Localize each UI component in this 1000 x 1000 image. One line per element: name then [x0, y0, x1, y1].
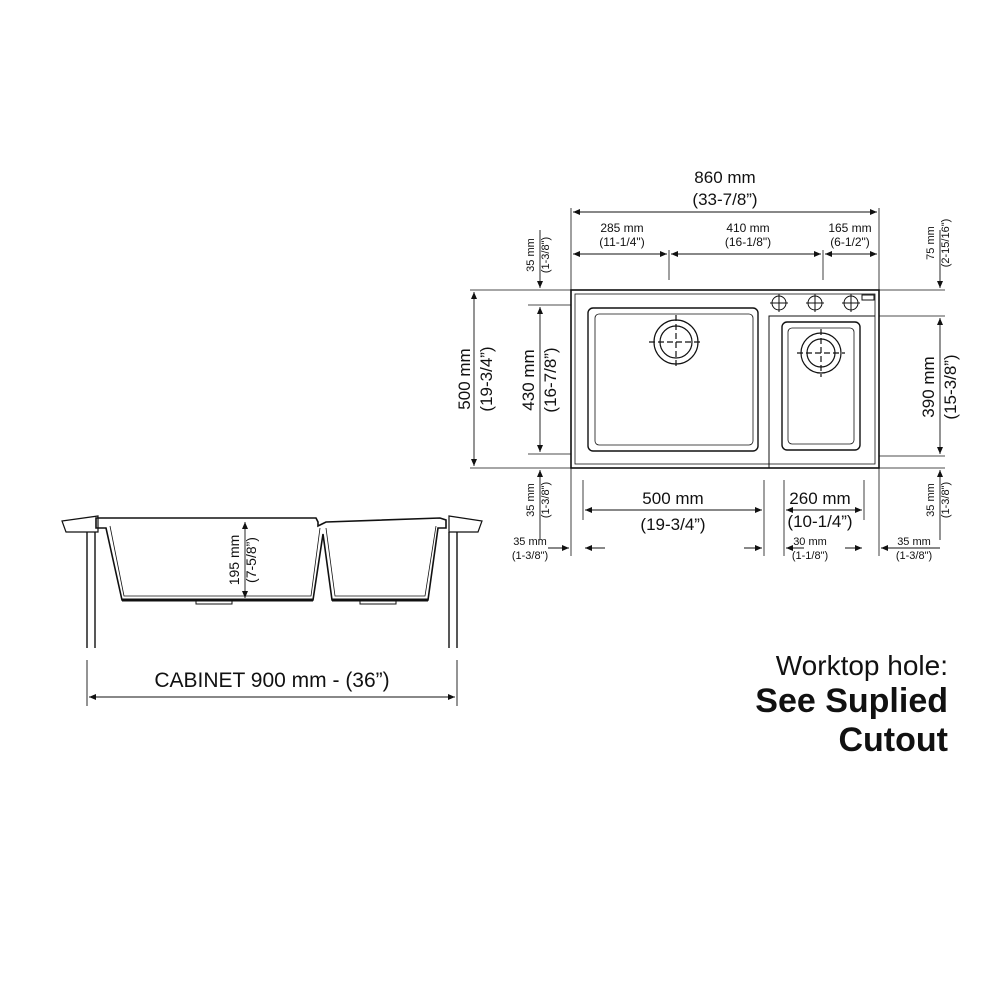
small-bowl-depth-in: (15-3/8”)	[941, 354, 960, 419]
worktop-right	[448, 515, 483, 533]
small-bowl-width-mm: 260 mm	[789, 489, 850, 508]
tap-hole-icon	[806, 294, 824, 312]
bowl-gap-in: (1-1/8")	[792, 550, 828, 562]
left-bottom-offset-in: (1-3/8")	[540, 482, 552, 518]
mid-offset-mm: 410 mm	[726, 221, 769, 235]
right-top-offset-mm: 75 mm	[925, 226, 937, 260]
big-bowl-width-mm: 500 mm	[642, 489, 703, 508]
left-offset-mm: 285 mm	[600, 221, 643, 235]
right-top-offset-in: (2-15/16")	[940, 219, 952, 268]
bottom-dimension-lines	[548, 507, 940, 551]
small-bowl-width-in: (10-1/4”)	[787, 512, 852, 531]
overall-width-mm: 860 mm	[694, 168, 755, 187]
left-top-offset-in: (1-3/8")	[540, 237, 552, 273]
overall-depth-in: (19-3/4”)	[477, 346, 496, 411]
left-edge-in: (1-3/8")	[512, 550, 548, 562]
worktop-hole-note: Worktop hole: See Suplied Cutout	[755, 650, 948, 760]
right-bottom-offset-in: (1-3/8")	[940, 482, 952, 518]
sink-top-view	[570, 289, 880, 469]
bowl-height-in: (7-5/8”)	[243, 537, 259, 583]
right-edge-mm: 35 mm	[897, 536, 931, 548]
left-dimension-lines	[471, 230, 543, 540]
bowl-section-profile	[95, 517, 447, 601]
extension-lines	[470, 208, 945, 556]
mid-offset-in: (16-1/8")	[725, 235, 771, 249]
left-edge-mm: 35 mm	[513, 536, 547, 548]
sink-section-view	[61, 515, 483, 648]
bowl-height-mm: 195 mm	[226, 535, 242, 586]
drain-outlet	[359, 599, 397, 605]
big-bowl-width-in: (19-3/4”)	[640, 515, 705, 534]
right-edge-in: (1-3/8")	[896, 550, 932, 562]
tap-hole-icon	[842, 294, 860, 312]
left-bottom-offset-mm: 35 mm	[525, 483, 537, 517]
tap-hole-icon	[770, 294, 788, 312]
overall-width-in: (33-7/8”)	[692, 190, 757, 209]
left-offset-in: (11-1/4")	[599, 235, 644, 249]
big-bowl-inner	[594, 313, 754, 446]
big-bowl	[587, 307, 759, 452]
small-drain-icon	[797, 329, 845, 377]
drain-outlet	[195, 599, 233, 605]
sink-inner-rim	[574, 293, 876, 465]
note-line-1: Worktop hole:	[775, 650, 948, 681]
overflow-slot	[861, 294, 875, 301]
note-line-2: See Suplied	[755, 682, 948, 721]
right-bottom-offset-mm: 35 mm	[925, 483, 937, 517]
cabinet-width-label: CABINET 900 mm - (36”)	[154, 669, 389, 692]
right-offset-in: (6-1/2")	[830, 235, 870, 249]
overall-depth-mm: 500 mm	[455, 348, 474, 409]
left-top-offset-mm: 35 mm	[525, 238, 537, 272]
deck-divider	[768, 315, 875, 468]
bowl-depth-in: (16-7/8”)	[541, 347, 560, 412]
worktop-left	[61, 515, 99, 533]
small-bowl-depth-mm: 390 mm	[919, 356, 938, 417]
bowl-gap-mm: 30 mm	[793, 536, 827, 548]
big-drain-icon	[649, 315, 703, 369]
note-line-3: Cutout	[838, 721, 948, 760]
small-bowl	[781, 321, 861, 451]
sink-outline	[570, 289, 880, 469]
top-dimension-lines	[573, 209, 877, 257]
small-bowl-inner	[787, 327, 855, 445]
bowl-depth-mm: 430 mm	[519, 349, 538, 410]
section-dimension-lines	[86, 522, 458, 706]
right-offset-mm: 165 mm	[828, 221, 871, 235]
